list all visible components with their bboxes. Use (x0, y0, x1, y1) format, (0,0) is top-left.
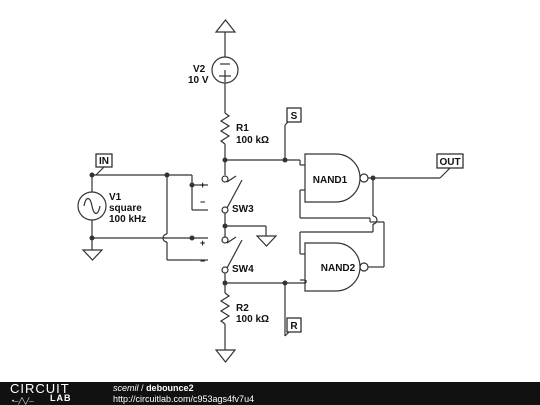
sw3-minus-symbol: − (200, 197, 205, 207)
v1-waveform-label: square (109, 203, 142, 214)
voltage-source-v2[interactable] (211, 56, 239, 113)
logo-resistor-icon: •─╱╲╱─ (12, 399, 34, 405)
wire-v1-top (89, 172, 208, 261)
net-flag-in[interactable]: IN (95, 153, 113, 176)
net-flag-s[interactable]: S (284, 107, 302, 126)
r2-name-label: R2 (236, 303, 249, 314)
circuit-schematic: V2 10 V R1 100 kΩ S SW3 (77, 19, 464, 363)
flag-s-label: S (291, 111, 298, 122)
v1-name-label: V1 (109, 192, 122, 203)
sw4-label: SW4 (232, 264, 254, 275)
wire-nand1-output (299, 175, 440, 254)
wire-s-node (222, 125, 300, 175)
circuit-url-link[interactable]: http://circuitlab.com/c953ags4fv7u4 (113, 394, 255, 404)
sw4-plus-symbol: + (200, 238, 205, 248)
flag-in-label: IN (99, 156, 109, 167)
ground-symbol-bottom (214, 349, 237, 363)
switch-sw3[interactable] (221, 175, 243, 226)
breadcrumb-project[interactable]: debounce2 (146, 383, 194, 393)
breadcrumb-separator: / (141, 383, 144, 393)
wire-nand2-output (368, 218, 385, 268)
v2-name-label: V2 (193, 64, 206, 75)
wire-gnd-node (222, 223, 267, 237)
switch-sw4[interactable] (221, 236, 243, 283)
r1-value-label: 100 kΩ (236, 135, 269, 146)
flag-r-label: R (290, 321, 298, 332)
v2-value-label: 10 V (188, 75, 209, 86)
wire-r-node (222, 280, 306, 336)
nand2-label: NAND2 (321, 263, 356, 274)
footer-bar: CIRCUIT •─╱╲╱─ LAB scemil / debounce2 ht… (0, 381, 540, 405)
wire-nand1-inputs (299, 160, 370, 219)
v1-frequency-label: 100 kHz (109, 214, 146, 225)
flag-out-label: OUT (439, 157, 460, 168)
logo-bottom-text: LAB (50, 393, 72, 403)
ground-symbol-mid (255, 235, 278, 247)
net-flag-out[interactable]: OUT (436, 153, 464, 179)
wire-v1-bottom (89, 200, 208, 261)
sw3-label: SW3 (232, 204, 254, 215)
net-flag-r[interactable]: R (284, 317, 302, 337)
logo-top-text: CIRCUIT (10, 381, 70, 396)
r1-name-label: R1 (236, 123, 249, 134)
vcc-arrow-top (214, 19, 237, 57)
circuitlab-logo[interactable]: CIRCUIT •─╱╲╱─ LAB (10, 381, 102, 405)
resistor-r2[interactable] (219, 292, 231, 350)
ground-symbol-left (81, 249, 104, 261)
sw4-minus-symbol: − (200, 256, 205, 266)
nand-gate-2[interactable] (300, 242, 369, 292)
breadcrumb-user[interactable]: scemil (113, 383, 139, 393)
r2-value-label: 100 kΩ (236, 314, 269, 325)
voltage-source-v1[interactable] (77, 191, 107, 238)
sw3-plus-symbol: + (200, 180, 205, 190)
breadcrumb: scemil / debounce2 (113, 383, 194, 393)
nand1-label: NAND1 (313, 175, 348, 186)
nand-gate-1[interactable] (300, 153, 369, 203)
resistor-r1[interactable] (219, 112, 231, 160)
